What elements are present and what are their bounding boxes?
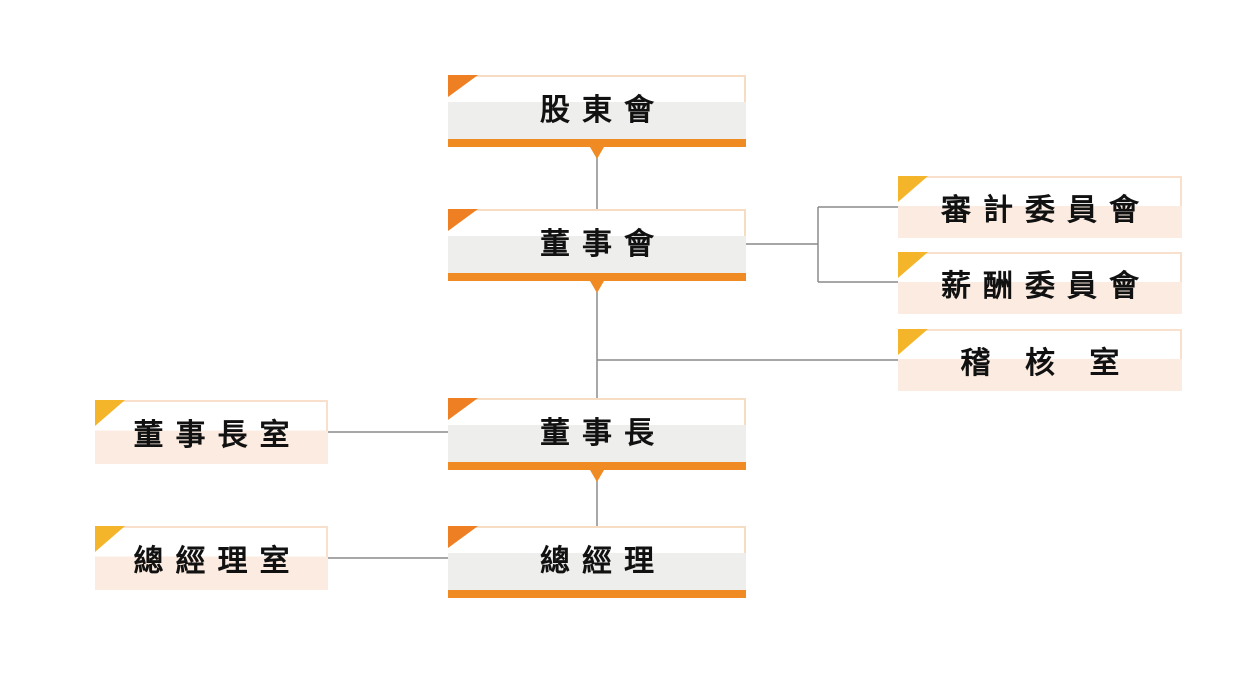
corner-accent xyxy=(898,329,928,355)
accent-bar xyxy=(448,273,746,281)
accent-bar xyxy=(448,139,746,147)
audit-committee-label: 審計委員會 xyxy=(941,193,1151,228)
president-office-box: 總經理室 xyxy=(95,526,328,590)
chairman-box: 董事長 xyxy=(448,398,746,482)
corner-accent xyxy=(448,209,478,231)
chairman-label: 董事長 xyxy=(540,416,666,451)
compensation-committee-box: 薪酬委員會 xyxy=(898,252,1182,314)
president-box: 總經理 xyxy=(448,526,746,598)
internal-audit-box: 稽 核 室 xyxy=(898,329,1182,391)
board-box: 董事會 xyxy=(448,209,746,293)
president-office-label: 總經理室 xyxy=(133,544,302,579)
corner-accent xyxy=(448,398,478,420)
down-arrow-icon xyxy=(590,470,604,482)
accent-bar xyxy=(448,462,746,470)
corner-accent xyxy=(448,75,478,97)
corner-accent xyxy=(95,526,125,552)
corner-accent xyxy=(95,400,125,426)
audit-committee-box: 審計委員會 xyxy=(898,176,1182,238)
down-arrow-icon xyxy=(590,281,604,293)
corner-accent xyxy=(898,176,928,202)
corner-accent xyxy=(448,526,478,548)
down-arrow-icon xyxy=(590,147,604,159)
accent-bar xyxy=(448,590,746,598)
board-label: 董事會 xyxy=(540,227,666,262)
president-label: 總經理 xyxy=(540,544,666,579)
chairman-office-label: 董事長室 xyxy=(133,418,302,453)
chairman-office-box: 董事長室 xyxy=(95,400,328,464)
compensation-committee-label: 薪酬委員會 xyxy=(941,269,1151,304)
shareholders-box: 股東會 xyxy=(448,75,746,159)
corner-accent xyxy=(898,252,928,278)
internal-audit-label: 稽 核 室 xyxy=(960,346,1132,381)
shareholders-label: 股東會 xyxy=(540,93,666,128)
